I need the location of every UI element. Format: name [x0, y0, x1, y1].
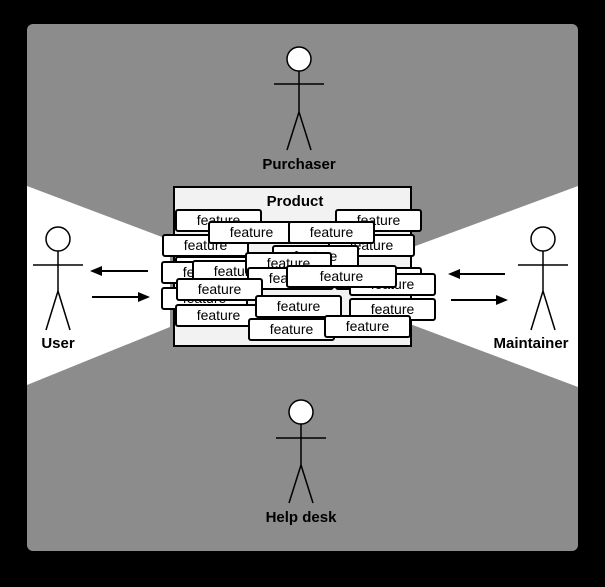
purchaser-label: Purchaser: [262, 156, 336, 173]
user-arrows: [90, 266, 150, 302]
feature-label: feature: [197, 307, 241, 323]
feature-label: feature: [320, 268, 364, 284]
feature-label: feature: [270, 321, 314, 337]
feature-box: feature: [288, 221, 375, 244]
purchaser-actor: [274, 46, 324, 151]
help-desk-label: Help desk: [266, 509, 338, 526]
feature-box: feature: [248, 318, 335, 341]
user-actor: [33, 226, 83, 331]
feature-label: feature: [198, 281, 242, 297]
feature-label: feature: [346, 318, 390, 334]
feature-box: feature: [255, 295, 342, 318]
feature-box: feature: [208, 221, 295, 244]
feature-label: feature: [310, 224, 354, 240]
feature-box: feature: [176, 278, 263, 301]
maintainer-label: Maintainer: [493, 335, 568, 352]
help-desk-actor: [276, 399, 326, 504]
feature-box: feature: [286, 265, 397, 288]
feature-label: feature: [277, 298, 321, 314]
feature-box: feature: [324, 315, 411, 338]
product-title: Product: [267, 193, 324, 210]
feature-label: feature: [230, 224, 274, 240]
user-label: User: [41, 335, 75, 352]
feature-label: feature: [371, 301, 415, 317]
maintainer-actor: [518, 226, 568, 331]
maintainer-arrows: [448, 269, 508, 305]
